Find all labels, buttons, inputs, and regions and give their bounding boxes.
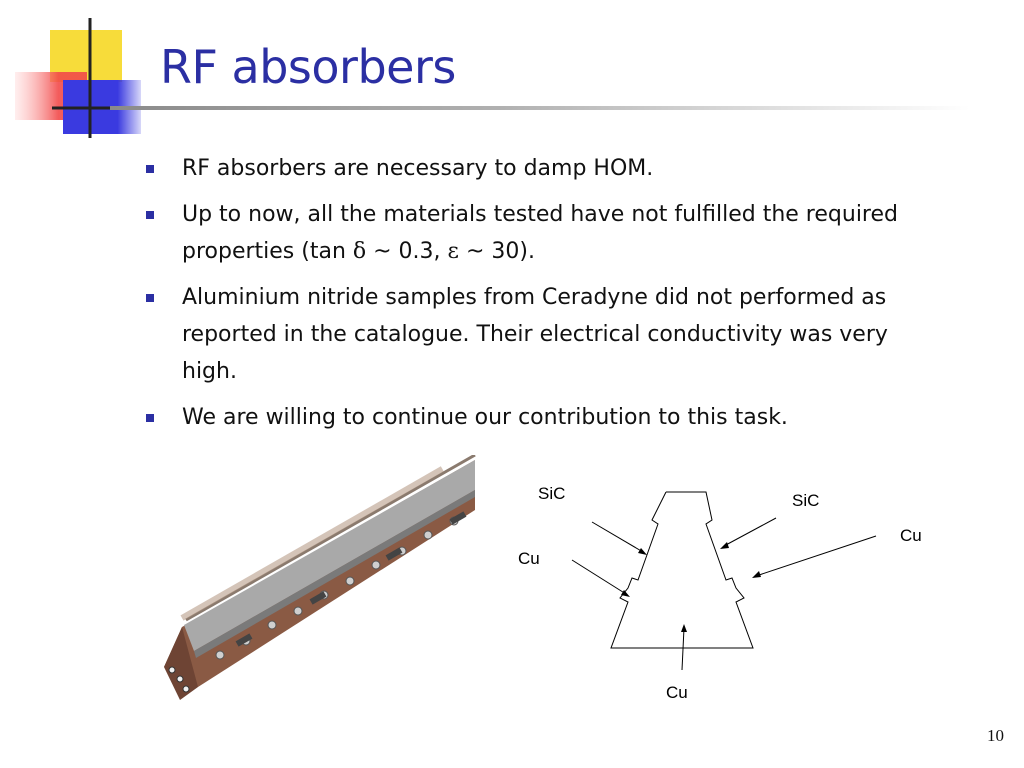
label-cu-bottom: Cu <box>666 683 688 702</box>
bullet-text-part: ~ 0.3, <box>366 239 448 264</box>
page-number: 10 <box>987 726 1004 745</box>
label-sic-left: SiC <box>538 484 565 503</box>
absorber-cross-section-diagram: SiC SiC Cu Cu Cu <box>518 484 922 702</box>
slide-title: RF absorbers <box>160 40 456 94</box>
epsilon-symbol: ε <box>447 239 459 264</box>
bullet-text-part: ~ 30). <box>458 239 535 264</box>
arrow-sic-right <box>723 517 777 547</box>
bullet-square-icon <box>146 165 154 173</box>
title-underline <box>110 106 970 110</box>
bullet-text: We are willing to continue our contribut… <box>182 405 788 430</box>
bullet-item: RF absorbers are necessary to damp HOM. <box>140 150 910 187</box>
bullet-square-icon <box>146 414 154 422</box>
bullet-text-part: Up to now, all the materials tested have… <box>182 202 898 264</box>
label-sic-right: SiC <box>792 491 819 510</box>
bullet-text: RF absorbers are necessary to damp HOM. <box>182 156 654 181</box>
label-cu-left: Cu <box>518 549 540 568</box>
bullet-item: Aluminium nitride samples from Ceradyne … <box>140 279 910 390</box>
bullet-item: We are willing to continue our contribut… <box>140 399 910 436</box>
arrow-cu-bottom <box>681 627 685 671</box>
delta-symbol: δ <box>352 239 367 264</box>
logo-decoration <box>15 18 160 138</box>
bullet-square-icon <box>146 211 154 219</box>
label-cu-right: Cu <box>900 526 922 545</box>
bullet-item: Up to now, all the materials tested have… <box>140 196 910 270</box>
absorber-render-image <box>164 455 476 700</box>
bullet-list: RF absorbers are necessary to damp HOM. … <box>140 150 910 445</box>
arrow-cu-left <box>571 559 627 595</box>
arrow-sic-left <box>591 521 644 553</box>
cross-section-outline <box>610 491 754 649</box>
arrow-cu-right <box>755 535 877 577</box>
bullet-text: Aluminium nitride samples from Ceradyne … <box>182 285 888 384</box>
bullet-square-icon <box>146 294 154 302</box>
